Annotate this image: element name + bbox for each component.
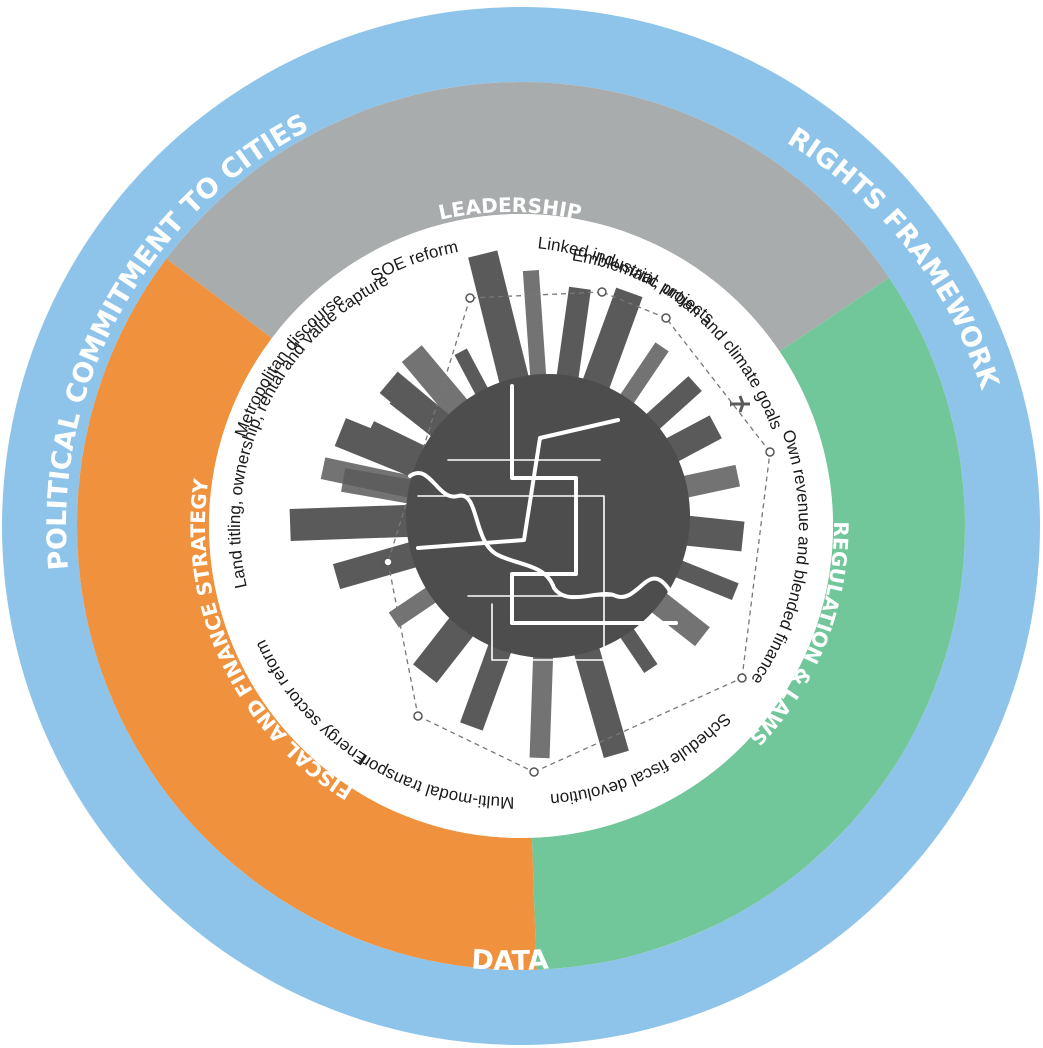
building-silhouette [667,557,739,601]
building-silhouette [555,286,591,387]
network-link [417,715,535,773]
building-silhouette [639,376,702,436]
ring-label-data: DATA [471,944,550,977]
network-link [665,317,771,453]
sector-leadership [166,81,890,352]
building-silhouette [334,418,432,481]
building-silhouette [320,457,422,500]
network-node [597,287,607,297]
building-silhouette [379,371,456,442]
building-silhouette [366,421,434,467]
sector-fiscal [76,258,537,971]
sector-regulation [531,277,965,970]
building-silhouette [677,514,745,552]
building-silhouette [615,342,669,412]
building-silhouette [401,345,474,424]
network-node [661,313,671,323]
network-link [533,677,743,773]
svg-text:DATA: DATA [471,944,550,977]
network-node [413,711,423,721]
airplane-icon [730,395,750,413]
building-silhouette [571,639,629,758]
building-silhouette [674,464,741,500]
network-link [387,561,419,717]
building-silhouette [522,270,547,385]
building-silhouette [529,647,554,759]
transit-lines [408,384,690,661]
building-silhouette [468,250,531,392]
network-node [383,557,393,567]
network-node [737,673,747,683]
city-globe-illustration [289,250,775,777]
building-silhouette [289,504,417,541]
building-silhouette [454,348,493,403]
building-silhouette [332,539,425,590]
network-link [741,451,771,679]
network-node [465,293,475,303]
building-silhouette [644,587,710,647]
network-link [387,297,471,563]
network-link [601,291,667,319]
network-node [765,447,775,457]
network-link [469,291,603,299]
network-node [529,767,539,777]
globe [406,374,690,658]
building-silhouette [579,287,643,397]
